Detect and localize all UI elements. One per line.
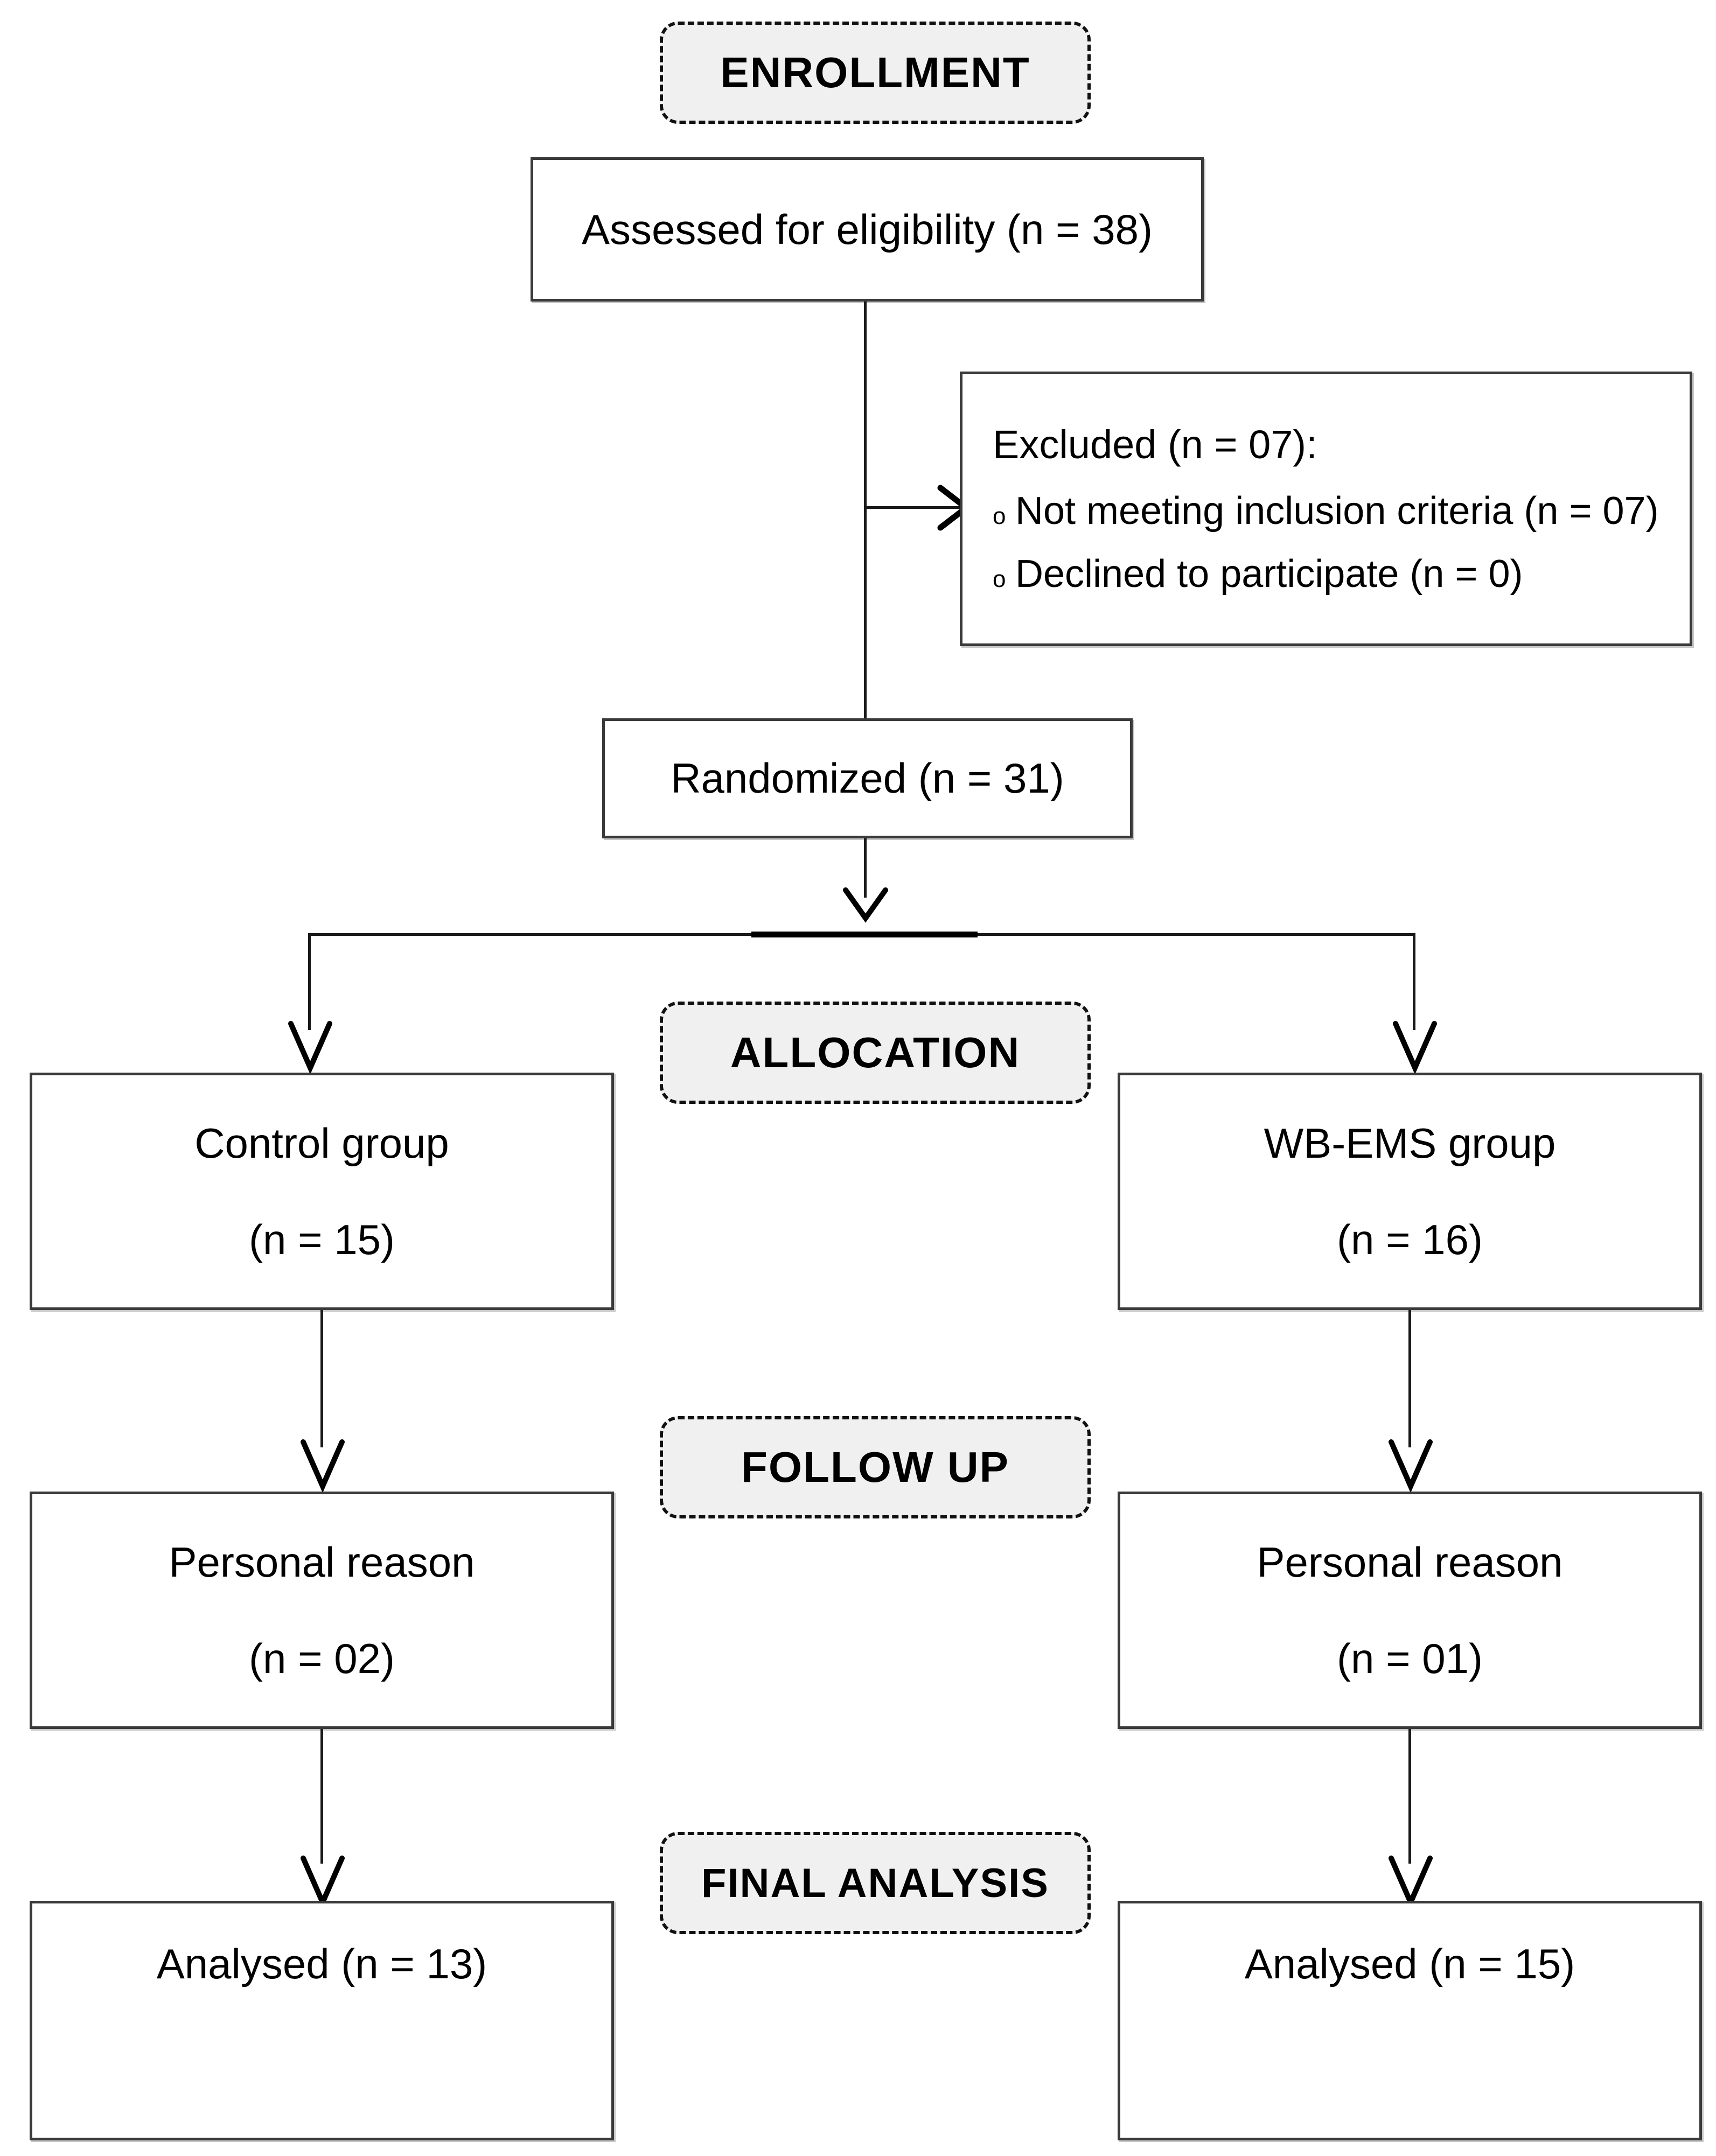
excluded-item-2: o Declined to participate (n = 0) bbox=[993, 548, 1523, 600]
stage-label-final-analysis: FINAL ANALYSIS bbox=[660, 1832, 1091, 1934]
node-wbems-lost-to-followup: Personal reason (n = 01) bbox=[1118, 1492, 1702, 1729]
connector-split-to-control-group bbox=[308, 933, 311, 1030]
connector-wbems-lost-to-analysed bbox=[1408, 1729, 1411, 1864]
wbems-group-count: (n = 16) bbox=[1337, 1215, 1483, 1263]
wbems-analysed-text: Analysed (n = 15) bbox=[1244, 1940, 1575, 1988]
wbems-group-label: WB-EMS group bbox=[1264, 1119, 1556, 1167]
connector-assessed-to-excluded bbox=[864, 506, 960, 509]
assessed-text: Assessed for eligibility (n = 38) bbox=[582, 205, 1153, 253]
connector-assessed-to-randomized bbox=[864, 302, 867, 719]
control-lost-label: Personal reason bbox=[169, 1538, 475, 1586]
wbems-lost-label: Personal reason bbox=[1257, 1538, 1563, 1586]
wbems-lost-count: (n = 01) bbox=[1337, 1634, 1483, 1682]
excluded-item-2-text: Declined to participate (n = 0) bbox=[1015, 552, 1523, 596]
connector-wbems-group-to-lost bbox=[1408, 1310, 1411, 1447]
node-control-analysed: Analysed (n = 13) bbox=[30, 1901, 614, 2140]
control-group-label: Control group bbox=[194, 1119, 449, 1167]
stage-label-allocation: ALLOCATION bbox=[660, 1002, 1091, 1104]
control-analysed-text: Analysed (n = 13) bbox=[156, 1940, 487, 1988]
stage-label-enrollment-text: ENROLLMENT bbox=[720, 48, 1030, 96]
control-group-count: (n = 15) bbox=[249, 1215, 395, 1263]
stage-label-follow-up-text: FOLLOW UP bbox=[741, 1443, 1009, 1491]
node-wbems-analysed: Analysed (n = 15) bbox=[1118, 1901, 1702, 2140]
excluded-heading: Excluded (n = 07): bbox=[993, 422, 1317, 467]
bullet-circle-icon: o bbox=[993, 565, 1006, 592]
connector-control-group-to-lost bbox=[320, 1310, 323, 1447]
stage-label-follow-up: FOLLOW UP bbox=[660, 1416, 1091, 1518]
split-bar-center-segment bbox=[751, 932, 978, 937]
bullet-circle-icon: o bbox=[993, 503, 1006, 530]
node-control-group: Control group (n = 15) bbox=[30, 1073, 614, 1310]
stage-label-enrollment: ENROLLMENT bbox=[660, 22, 1091, 124]
excluded-item-1-text: Not meeting inclusion criteria (n = 07) bbox=[1015, 489, 1659, 533]
node-randomized: Randomized (n = 31) bbox=[602, 718, 1133, 838]
connector-split-to-wbems-group bbox=[1413, 933, 1415, 1030]
node-wbems-group: WB-EMS group (n = 16) bbox=[1118, 1073, 1702, 1310]
randomized-text: Randomized (n = 31) bbox=[671, 754, 1064, 802]
node-control-lost-to-followup: Personal reason (n = 02) bbox=[30, 1492, 614, 1729]
connector-control-lost-to-analysed bbox=[320, 1729, 323, 1864]
excluded-item-1: o Not meeting inclusion criteria (n = 07… bbox=[993, 485, 1659, 537]
stage-label-allocation-text: ALLOCATION bbox=[730, 1028, 1021, 1076]
node-excluded: Excluded (n = 07): o Not meeting inclusi… bbox=[960, 372, 1692, 646]
stage-label-final-analysis-text: FINAL ANALYSIS bbox=[701, 1860, 1049, 1906]
connector-randomized-to-split bbox=[864, 838, 867, 898]
control-lost-count: (n = 02) bbox=[249, 1634, 395, 1682]
node-assessed-for-eligibility: Assessed for eligibility (n = 38) bbox=[531, 157, 1204, 302]
